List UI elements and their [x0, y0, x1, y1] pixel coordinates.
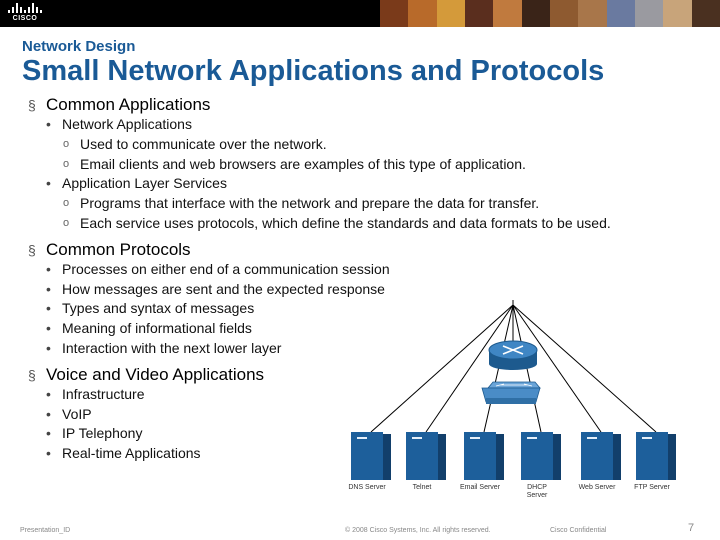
server-icon — [464, 432, 504, 480]
bullet: Real-time Applications — [28, 444, 668, 464]
bullet: IP Telephony — [28, 424, 668, 444]
server-label: Server — [527, 492, 548, 499]
section-common-protocols: Common Protocols Processes on either end… — [28, 240, 668, 359]
cisco-logo: CISCO — [8, 3, 42, 23]
section-common-applications: Common Applications Network Applications… — [28, 95, 668, 234]
section-heading: Common Applications — [28, 95, 668, 115]
server-label: Web Server — [579, 484, 616, 491]
slide-subtitle: Network Design — [22, 38, 136, 55]
sub-bullet: Programs that interface with the network… — [28, 194, 668, 214]
top-banner: CISCO — [0, 0, 720, 27]
slide-content: Common Applications Network Applications… — [28, 95, 668, 464]
footer-confidential: Cisco Confidential — [550, 527, 607, 534]
server-icon — [521, 432, 561, 480]
bullet: VoIP — [28, 405, 668, 425]
footer-copyright: © 2008 Cisco Systems, Inc. All rights re… — [345, 527, 491, 534]
server-icon — [636, 432, 676, 480]
bullet: Meaning of informational fields — [28, 319, 668, 339]
bullet: Types and syntax of messages — [28, 299, 668, 319]
banner-photos — [380, 0, 720, 27]
server-label: Telnet — [413, 484, 432, 491]
sub-bullet: Each service uses protocols, which defin… — [28, 214, 668, 234]
footer-presentation-id: Presentation_ID — [20, 527, 71, 534]
server-label: Email Server — [460, 484, 501, 491]
section-heading: Common Protocols — [28, 240, 668, 260]
server-icon — [581, 432, 621, 480]
server-icon — [406, 432, 446, 480]
sub-bullet: Email clients and web browsers are examp… — [28, 155, 668, 175]
server-label: DHCP — [527, 484, 547, 491]
sub-bullet: Used to communicate over the network. — [28, 135, 668, 155]
section-voice-video: Voice and Video Applications Infrastruct… — [28, 365, 668, 464]
server-label: DNS Server — [348, 484, 386, 491]
page-number: 7 — [688, 522, 695, 534]
router-icon — [488, 340, 538, 370]
server-label: FTP Server — [634, 484, 670, 491]
switch-icon — [481, 381, 541, 404]
logo-text: CISCO — [12, 15, 38, 22]
bullet: How messages are sent and the expected r… — [28, 280, 668, 300]
server-icon — [351, 432, 391, 480]
slide-title: Small Network Applications and Protocols — [22, 55, 605, 87]
bullet: Processes on either end of a communicati… — [28, 260, 668, 280]
bullet: Application Layer Services — [28, 174, 668, 194]
bullet: Infrastructure — [28, 385, 668, 405]
section-heading: Voice and Video Applications — [28, 365, 668, 385]
bullet: Interaction with the next lower layer — [28, 339, 668, 359]
bullet: Network Applications — [28, 115, 668, 135]
